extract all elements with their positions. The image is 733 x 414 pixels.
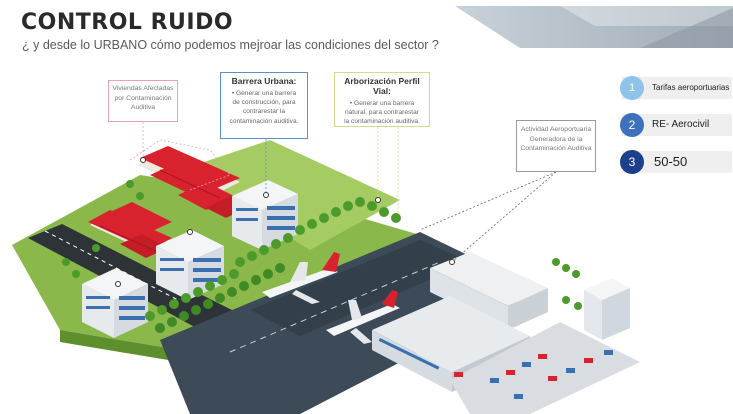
callout-barrera-line-1: • Generar una barrera	[231, 90, 297, 97]
callout-barrera-line-4: contaminación auditiva.	[229, 117, 299, 125]
corner-banner-decoration	[455, 6, 733, 48]
option-2-number-badge: 2	[620, 113, 644, 137]
tree-barrier	[62, 180, 401, 321]
callout-actividad-line-3: Contaminación Auditiva	[520, 145, 592, 153]
apartment-block-2	[156, 230, 224, 300]
option-3[interactable]: 3 50-50	[620, 150, 732, 174]
callout-viviendas-line-2: por Contaminación	[114, 94, 172, 102]
callout-actividad-line-2: Generadora de la	[529, 135, 583, 143]
houses-row-upper	[138, 146, 250, 218]
callout-barrera-heading: Barrera Urbana:	[231, 76, 297, 86]
callout-actividad-line-1: Actividad Aeroportuaria	[520, 126, 592, 133]
callout-barrera-line-3: contrarestar la	[242, 108, 286, 116]
callout-actividad-aeroportuaria: Actividad Aeroportuaria Generadora de la…	[516, 120, 596, 172]
option-2[interactable]: 2 RE- Aerocivil	[620, 113, 732, 137]
airplane-1	[262, 252, 340, 304]
callout-viviendas-line-1: Viviendas Afectadas	[112, 85, 174, 92]
slide-title: CONTROL RUIDO	[21, 10, 234, 35]
option-3-number-badge: 3	[620, 150, 644, 174]
callout-viviendas-line-3: Auditiva	[130, 104, 156, 112]
callout-barrera-urbana: Barrera Urbana: • Generar una barrera de…	[220, 72, 308, 139]
parking-lot	[450, 322, 640, 414]
airplane-2	[326, 290, 400, 344]
option-1-label: Tarifas aeroportuarias	[652, 83, 730, 92]
callout-arborizacion-line-1: • Generar una barrera	[349, 100, 415, 107]
option-3-label: 50-50	[654, 154, 688, 169]
callout-arborizacion: Arborización Perfil Vial: • Generar una …	[334, 72, 430, 127]
callout-arborizacion-heading: Arborización Perfil Vial:	[344, 76, 420, 96]
slide-subtitle: ¿ y desde lo URBANO cómo podemos mejroar…	[22, 38, 439, 52]
apartment-block-3	[82, 268, 148, 338]
callout-marker-dots	[115, 157, 455, 287]
option-1[interactable]: 1 Tarifas aeroportuarias	[620, 76, 732, 100]
option-2-label: RE- Aerocivil	[652, 119, 710, 130]
callout-arborizacion-line-2: natural, para contrarestar	[344, 109, 420, 117]
tree-airport	[552, 258, 582, 310]
tree-barrier-lower	[155, 263, 285, 333]
callout-viviendas: Viviendas Afectadas por Contaminación Au…	[108, 80, 178, 122]
callout-connector-lines	[129, 122, 557, 263]
option-1-number-badge: 1	[620, 76, 644, 100]
callout-arborizacion-line-3: la contaminación auditiva.	[344, 118, 420, 126]
callout-barrera-line-2: de construcción, para	[232, 99, 296, 107]
houses-row-lower	[88, 202, 172, 258]
